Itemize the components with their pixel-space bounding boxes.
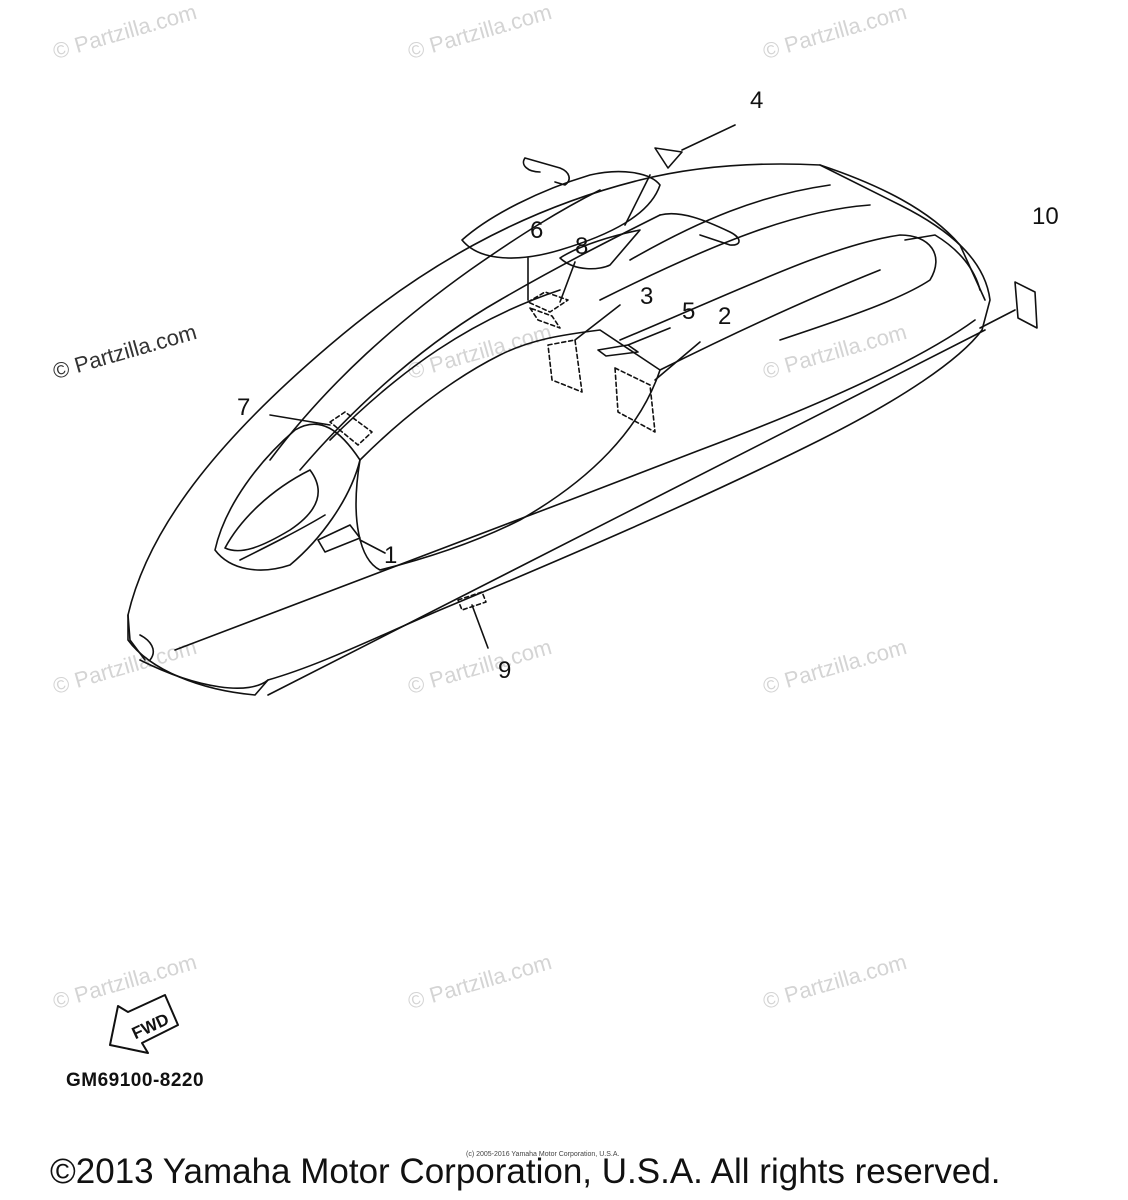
handle-pad: [461, 170, 661, 259]
steering-pole: [269, 189, 601, 461]
callout-3: 3: [640, 283, 654, 310]
decal-2: [614, 367, 656, 433]
callout-2: 2: [718, 303, 732, 330]
leader-5: [627, 327, 671, 346]
deck-stripe-3: [619, 234, 937, 341]
callout-5: 5: [682, 298, 696, 325]
decal-6: [529, 307, 561, 329]
decal-7: [329, 411, 373, 446]
handlebar-left: [522, 157, 570, 186]
leader-7: [269, 414, 331, 426]
deck-stripe-4: [659, 269, 881, 371]
deck-rear-edge: [904, 234, 981, 291]
document-code: GM69100-8220: [66, 1070, 205, 1091]
fwd-arrow-icon: [109, 994, 179, 1054]
hull-outline: [127, 163, 991, 696]
copyright-notice: ©2013 Yamaha Motor Corporation, U.S.A. A…: [50, 1152, 1001, 1191]
leader-4: [624, 124, 736, 226]
leader-2: [654, 341, 701, 381]
callout-9: 9: [498, 657, 512, 684]
leader-9: [471, 604, 489, 649]
leader-3: [574, 304, 621, 341]
small-copyright: (c) 2005-2016 Yamaha Motor Corporation, …: [466, 1151, 620, 1158]
callout-4: 4: [750, 87, 764, 114]
cowl: [355, 329, 661, 571]
deck-stripe-1: [629, 184, 831, 261]
nose: [127, 614, 155, 661]
leader-10: [979, 309, 1016, 329]
callout-1: 1: [384, 542, 398, 569]
decal-4: [654, 147, 683, 169]
leader-1: [359, 539, 386, 554]
callout-8: 8: [575, 233, 589, 260]
decal-1: [317, 524, 361, 553]
handlebar-right: [659, 212, 740, 246]
callout-10: 10: [1032, 203, 1059, 230]
deck-rear: [819, 164, 986, 301]
decal-9: [457, 591, 487, 611]
steering-pole-2: [299, 214, 661, 471]
hull-side: [174, 319, 976, 651]
decal-10: [1014, 281, 1038, 329]
hull-rail: [139, 329, 986, 696]
hood-vent: [239, 514, 326, 561]
decal-3: [547, 339, 583, 393]
leader-8: [559, 261, 576, 303]
callout-6: 6: [530, 217, 544, 244]
hood: [214, 423, 361, 571]
decal-5: [597, 344, 639, 357]
handlebar-grip: [559, 229, 641, 270]
hood-inner: [224, 469, 319, 552]
deck-stripe-2: [599, 204, 871, 301]
callout-7: 7: [237, 394, 251, 421]
cowl-line: [329, 289, 561, 441]
decal-8: [527, 291, 569, 313]
